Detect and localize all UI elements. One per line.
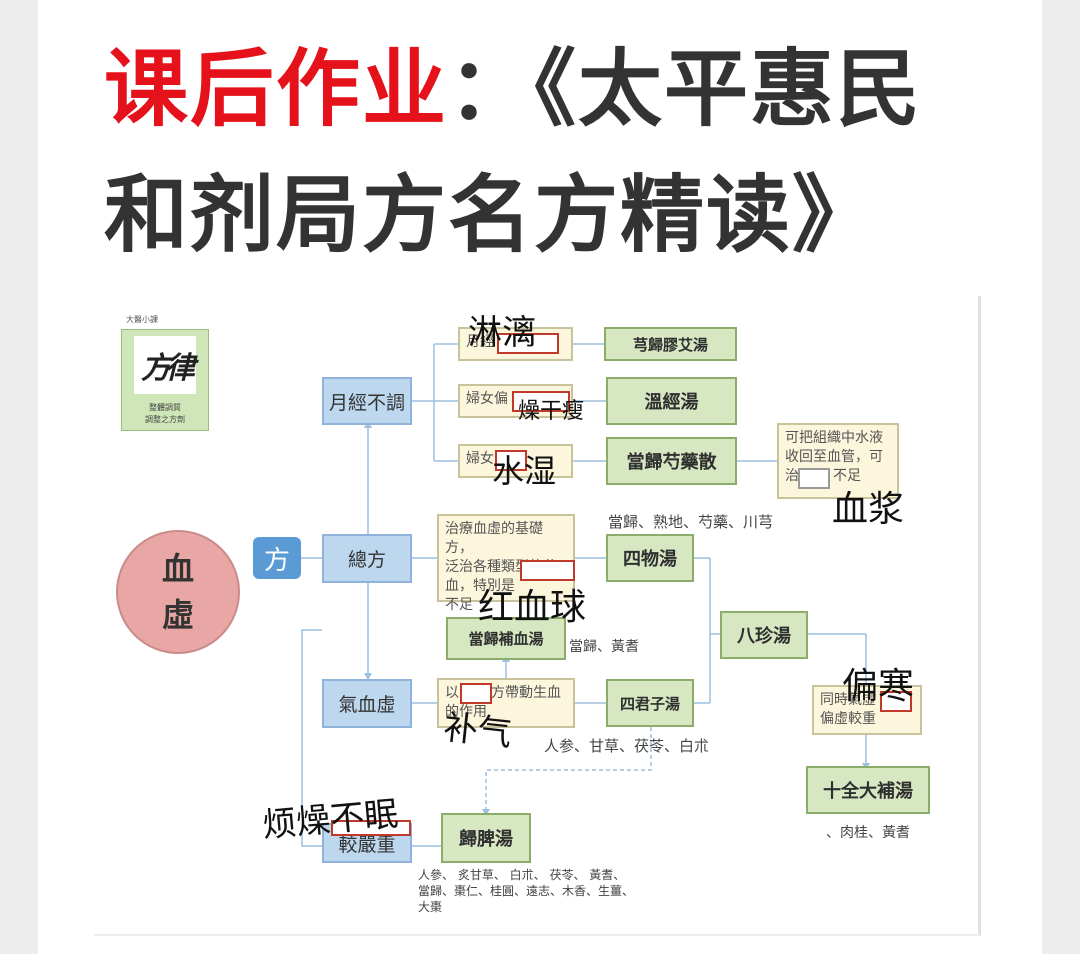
fang-tag: 方: [253, 537, 301, 579]
blank-2: [512, 391, 570, 412]
note-4-line-1: 可把組織中水液: [785, 430, 883, 446]
formula-xiongguijiaoai: 芎歸膠艾湯: [604, 327, 737, 361]
formula-guipi: 歸脾湯: [441, 813, 531, 863]
circle-char-2: 虛: [161, 596, 194, 634]
blank-6: [460, 683, 492, 704]
answer-shuishi: 水湿: [492, 452, 557, 490]
logo-card: 方律 整體調質 調整之方劑: [121, 329, 209, 431]
formula-dangguibuxue: 當歸補血湯: [446, 617, 566, 660]
xuexu-circle: 血 虛: [116, 530, 240, 654]
answer-xuejiang: 血浆: [832, 489, 905, 530]
logo-sub-1: 整體調質: [149, 403, 181, 412]
box-qixuexu: 氣血虛: [322, 679, 412, 728]
title-line-2: 和剂局方名方精读》: [104, 166, 879, 264]
line-dashed-to-guipi: [485, 727, 652, 812]
note-6-line-2: 的作用: [445, 704, 487, 720]
blank-4: [798, 468, 830, 489]
herbs-shiquan: 、肉桂、黃耆: [826, 825, 910, 841]
box-yuejing: 月經不調: [322, 377, 412, 425]
answer-bianhan: 偏寒: [842, 666, 915, 707]
arrow-down-qixue: [364, 673, 372, 680]
blank-7: [880, 691, 912, 712]
title-red-part: 课后作业: [104, 40, 449, 138]
herbs-siwu: 當歸、熟地、芍藥、川芎: [608, 513, 774, 531]
answer-buqi: 补气: [441, 707, 514, 755]
formula-shiquandabu: 十全大補湯: [806, 766, 930, 814]
answer-hongxueqiu: 红血球: [478, 587, 587, 628]
note-4-line-3b: 不足: [833, 468, 861, 484]
note-1-text: 月經: [466, 334, 494, 350]
note-4-line-2: 收回至血管，可: [785, 449, 883, 465]
herbs-guipi-2: 當歸、棗仁、桂圓、遠志、木香、生薑、: [418, 884, 635, 898]
course-logo: 大醫小課 方律 整體調質 調整之方劑: [120, 313, 209, 431]
title-colon: ：: [448, 40, 535, 138]
note-5-line-3: 血，特別是: [445, 578, 515, 594]
title-line-1: 课后作业：《太平惠民: [104, 26, 1004, 152]
page-title: 课后作业：《太平惠民 和剂局方名方精读》: [104, 26, 1004, 278]
blank-1: [497, 333, 559, 354]
note-4-line-3: 治 不足: [785, 467, 861, 486]
jiaoyanzhong-label: 較嚴重: [338, 833, 396, 856]
formula-sijunzi: 四君子湯: [606, 679, 694, 727]
blank-3: [495, 450, 527, 471]
blank-8: [331, 820, 411, 836]
title-line1-rest: 《太平惠民: [534, 40, 923, 138]
herbs-guipi-1: 人參、 炙甘草、 白朮、 茯苓、 黃耆、: [418, 868, 626, 882]
arrow-down-f9: [482, 809, 490, 816]
herbs-buxue: 當歸、黃耆: [569, 639, 639, 655]
note-3-text: 婦女: [466, 451, 494, 467]
line-loop-left: [301, 629, 322, 847]
note-4-line-3a: 治: [785, 468, 799, 484]
note-4: 可把組織中水液 收回至血管，可 治 不足: [777, 423, 899, 499]
box-zongfang: 總方: [322, 534, 412, 583]
blank-5: [520, 560, 575, 581]
answer-zaoganshou: 燥干瘦: [518, 399, 585, 424]
logo-top-text: 大醫小課: [126, 315, 158, 324]
note-7-line-2: 偏虛較重: [820, 711, 876, 727]
formula-bazhen: 八珍湯: [720, 611, 808, 659]
logo-sub-2: 調整之方劑: [145, 415, 185, 424]
logo-glyph: 方律: [134, 336, 196, 394]
note-2-text: 婦女偏: [466, 391, 508, 407]
answer-linli: 淋漓: [468, 313, 536, 353]
note-7-line-1: 同時氣虛: [820, 692, 876, 708]
note-5-line-1: 治療血虛的基礎方，: [445, 521, 543, 556]
note-6-line-1: 以方帶動生血: [445, 685, 561, 701]
herbs-sijunzi: 人参、甘草、茯苓、白朮: [544, 737, 710, 755]
formula-wenjing: 溫經湯: [606, 377, 737, 425]
formula-siwu: 四物湯: [606, 534, 694, 582]
circle-char-1: 血: [161, 550, 194, 588]
formula-dangguishaoyao: 當歸芍藥散: [606, 437, 737, 485]
note-5-line-4: 不足: [445, 597, 473, 613]
herbs-guipi-3: 大棗: [418, 900, 443, 914]
